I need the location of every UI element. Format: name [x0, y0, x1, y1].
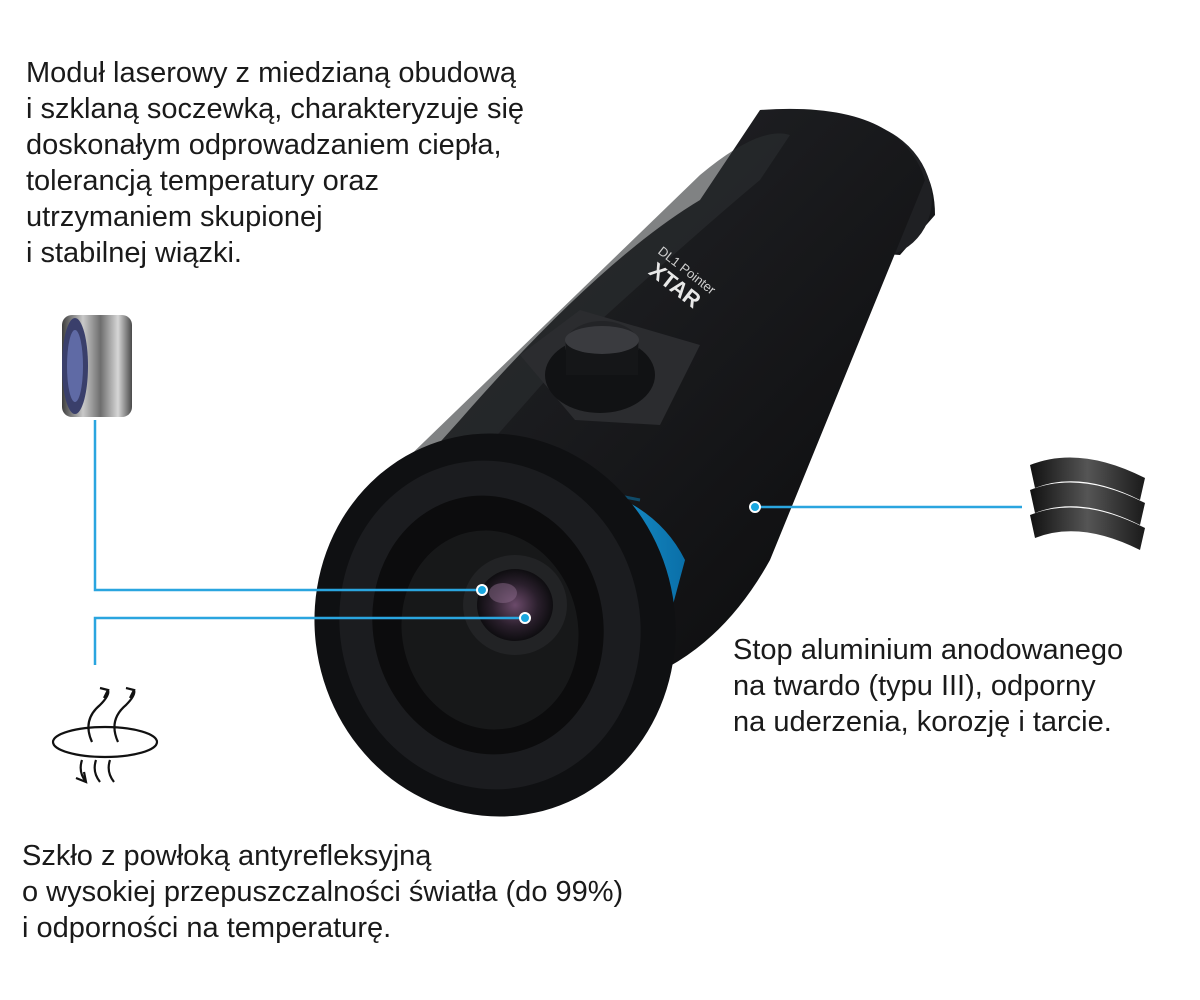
text-line: doskonałym odprowadzaniem ciepła,	[26, 129, 502, 161]
text-line: o wysokiej przepuszczalności światła (do…	[22, 876, 624, 908]
flashlight-head	[314, 433, 676, 817]
glass-description: Szkło z powłoką antyrefleksyjną o wysoki…	[22, 838, 623, 946]
laser-module-icon	[62, 315, 132, 417]
callout-lines	[93, 420, 1022, 665]
text-line: utrzymaniem skupionej	[26, 201, 323, 233]
control-knob	[520, 310, 700, 425]
text-line: i szklaną soczewką, charakteryzuje się	[26, 93, 525, 125]
alloy-description: Stop aluminium anodowanego na twardo (ty…	[733, 632, 1123, 740]
text-line: Moduł laserowy z miedzianą obudową	[26, 57, 517, 89]
text-line: Szkło z powłoką antyrefleksyjną	[22, 840, 432, 872]
callout-dots	[476, 501, 761, 624]
laser-module-description: Moduł laserowy z miedzianą obudową i szk…	[26, 55, 524, 271]
text-line: Stop aluminium anodowanego	[733, 634, 1124, 666]
text-line: na uderzenia, korozję i tarcie.	[733, 706, 1112, 738]
text-line: tolerancją temperatury oraz	[26, 165, 379, 197]
layered-armor-icon	[1030, 457, 1145, 550]
text-line: i stabilnej wiązki.	[26, 237, 242, 269]
heat-transfer-icon	[51, 686, 159, 784]
text-line: i odporności na temperaturę.	[22, 912, 392, 944]
text-line: na twardo (typu III), odporny	[733, 670, 1096, 702]
